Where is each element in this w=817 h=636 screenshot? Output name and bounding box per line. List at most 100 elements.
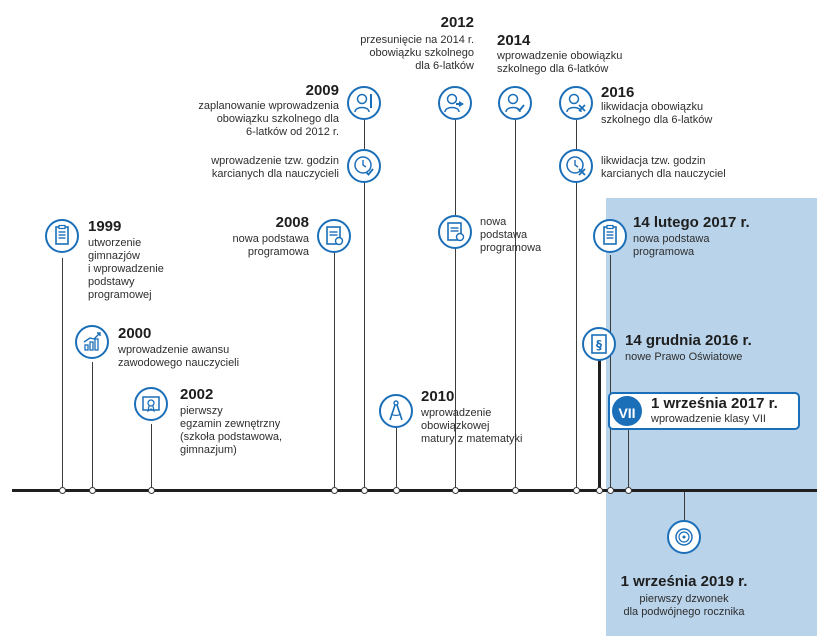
year-sep2019: 1 września 2019 r. <box>620 573 748 590</box>
desc-sep2017: wprowadzenie klasy VII <box>651 413 766 426</box>
desc-feb2017: nowa podstawa programowa <box>633 233 709 259</box>
desc-line: obowiązku szkolnego <box>369 47 474 59</box>
desc-line: dla podwójnego rocznika <box>623 606 745 618</box>
desc-line: obowiązkowej <box>421 420 490 432</box>
desc-line: matury z matematyki <box>421 433 523 445</box>
year-2008: 2008 <box>275 214 309 231</box>
stem-sep2019 <box>684 492 685 520</box>
desc-line: wprowadzenie awansu <box>118 344 230 356</box>
axis-dot <box>331 487 338 494</box>
pupil-arrow-icon <box>438 86 472 120</box>
desc-line: programowa <box>633 246 695 258</box>
desc-2012: przesunięcie na 2014 r. obowiązku szkoln… <box>360 34 474 73</box>
desc-line: programowa <box>247 246 309 258</box>
desc-line: szkolnego dla 6-latków <box>497 63 609 75</box>
document-icon <box>45 219 79 253</box>
axis-dot <box>393 487 400 494</box>
desc-2008: nowa podstawa programowa <box>233 233 309 259</box>
desc-line: programowa <box>480 242 542 254</box>
year-sep2017: 1 września 2017 r. <box>651 395 778 412</box>
stem-1999 <box>62 258 63 490</box>
axis-dot <box>596 487 603 494</box>
svg-text:§: § <box>596 338 602 352</box>
desc-2012-curriculum: nowa podstawa programowa <box>480 216 541 255</box>
stem-2008 <box>334 253 335 490</box>
year-feb2017: 14 lutego 2017 r. <box>633 214 750 231</box>
document-icon <box>317 219 351 253</box>
year-2016: 2016 <box>601 84 635 101</box>
desc-line: pierwszy <box>180 405 223 417</box>
desc-2016: likwidacja obowiązku szkolnego dla 6-lat… <box>601 101 712 127</box>
year-2002: 2002 <box>180 386 214 403</box>
desc-line: wprowadzenie obowiązku <box>497 50 623 62</box>
axis-dot <box>452 487 459 494</box>
axis-dot <box>512 487 519 494</box>
desc-line: gimnazjum) <box>180 444 237 456</box>
desc-line: nowa podstawa <box>232 233 309 245</box>
desc-line: likwidacja obowiązku <box>601 101 704 113</box>
desc-line: nowa podstawa <box>633 233 710 245</box>
desc-2009: zaplanowanie wprowadzenia obowiązku szko… <box>198 100 339 139</box>
growth-chart-icon <box>75 325 109 359</box>
desc-line: nowa <box>480 216 507 228</box>
desc-line: zawodowego nauczycieli <box>118 357 240 369</box>
class-vii-badge: VII <box>610 394 644 428</box>
stem-2016 <box>576 120 577 490</box>
desc-2009-hours: wprowadzenie tzw. godzin karcianych dla … <box>211 155 339 181</box>
desc-2016-hours: likwidacja tzw. godzin karcianych dla na… <box>601 155 726 181</box>
desc-2002: pierwszy egzamin zewnętrzny (szkoła pods… <box>180 405 282 457</box>
pupil-cross-icon <box>559 86 593 120</box>
desc-line: utworzenie <box>88 237 142 249</box>
desc-line: 6-latków od 2012 r. <box>246 126 339 138</box>
axis-dot <box>625 487 632 494</box>
timeline-axis <box>12 489 817 492</box>
year-1999: 1999 <box>88 218 122 235</box>
stem-2002 <box>151 424 152 490</box>
desc-line: karcianych dla nauczyciel <box>601 168 726 180</box>
paragraph-icon: § <box>582 327 616 361</box>
desc-line: programowej <box>88 289 152 301</box>
desc-1999: utworzenie gimnazjów i wprowadzenie pods… <box>88 237 164 302</box>
desc-2000: wprowadzenie awansu zawodowego nauczycie… <box>118 344 239 370</box>
year-2000: 2000 <box>118 325 152 342</box>
desc-line: pierwszy dzwonek <box>639 593 729 605</box>
year-2010: 2010 <box>421 388 455 405</box>
axis-dot <box>573 487 580 494</box>
desc-line: nowe Prawo Oświatowe <box>625 351 743 363</box>
desc-line: wprowadzenie klasy VII <box>651 413 766 425</box>
axis-dot <box>148 487 155 494</box>
stem-dec2016 <box>598 360 601 490</box>
desc-2010: wprowadzenie obowiązkowej matury z matem… <box>421 407 522 446</box>
stem-2014 <box>515 120 516 490</box>
stem-2009 <box>364 120 365 490</box>
desc-line: i wprowadzenie <box>88 263 164 275</box>
document-icon <box>593 219 627 253</box>
desc-2014: wprowadzenie obowiązku szkolnego dla 6-l… <box>497 50 622 76</box>
stem-sep2017 <box>628 430 629 490</box>
desc-line: podstawy <box>88 276 135 288</box>
compass-icon <box>379 394 413 428</box>
stem-2010 <box>396 428 397 490</box>
year-2014: 2014 <box>497 32 531 49</box>
desc-line: zaplanowanie wprowadzenia <box>198 100 339 112</box>
pupil-pencil-icon <box>347 86 381 120</box>
desc-line: likwidacja tzw. godzin <box>601 155 706 167</box>
clock-cross-icon <box>559 149 593 183</box>
stem-2012 <box>455 120 456 490</box>
desc-dec2016: nowe Prawo Oświatowe <box>625 351 742 364</box>
desc-line: (szkoła podstawowa, <box>180 431 283 443</box>
desc-line: egzamin zewnętrzny <box>180 418 281 430</box>
desc-line: podstawa <box>480 229 528 241</box>
axis-dot <box>89 487 96 494</box>
desc-line: wprowadzenie <box>421 407 492 419</box>
stem-2000 <box>92 362 93 490</box>
clock-check-icon <box>347 149 381 183</box>
desc-line: dla 6-latków <box>415 60 474 72</box>
desc-line: szkolnego dla 6-latków <box>601 114 713 126</box>
desc-line: karcianych dla nauczycieli <box>211 168 339 180</box>
document-icon <box>438 215 472 249</box>
desc-line: przesunięcie na 2014 r. <box>360 34 474 46</box>
axis-dot <box>361 487 368 494</box>
desc-line: obowiązku szkolnego dla <box>216 113 339 125</box>
